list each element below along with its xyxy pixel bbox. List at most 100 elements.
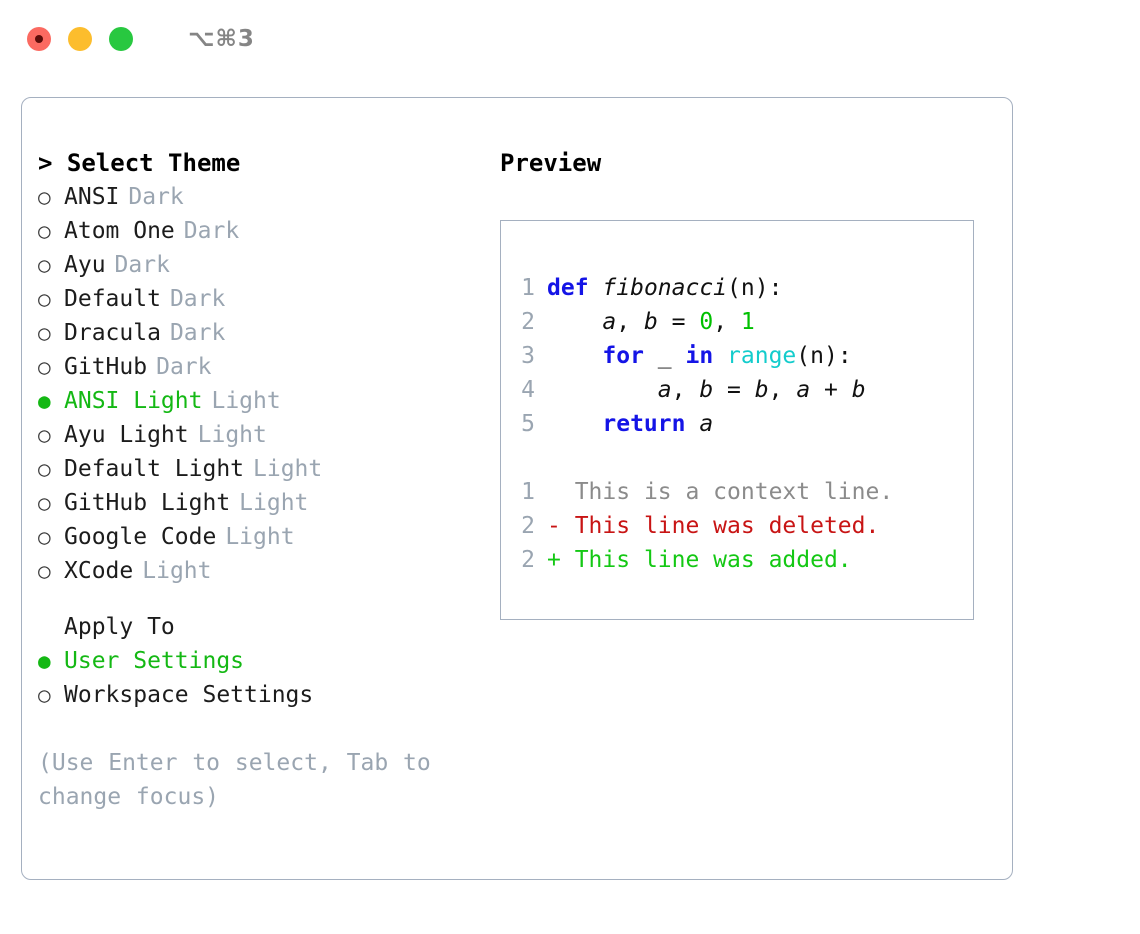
code-token: , bbox=[616, 309, 644, 335]
theme-name: GitHub Light bbox=[64, 490, 231, 516]
diff-text: This line was added. bbox=[574, 547, 852, 573]
apply-to-list[interactable]: ● User Settings ○ Workspace Settings bbox=[38, 644, 498, 712]
radio-unselected-icon[interactable]: ○ bbox=[38, 525, 51, 549]
diff-line: 1 This is a context line. bbox=[513, 475, 893, 509]
diff-line-number: 2 bbox=[521, 547, 535, 573]
line-number: 2 bbox=[521, 309, 535, 335]
diff-marker: + bbox=[547, 547, 575, 573]
theme-variant-label: Dark bbox=[183, 218, 240, 244]
code-token: fibonacci bbox=[602, 275, 728, 301]
code-token bbox=[547, 343, 602, 369]
radio-unselected-icon[interactable]: ○ bbox=[38, 219, 51, 243]
code-line: 3 for _ in range(n): bbox=[513, 339, 893, 373]
code-token: return bbox=[602, 411, 686, 437]
theme-variant-label: Light bbox=[239, 490, 309, 516]
line-number: 4 bbox=[521, 377, 535, 403]
diff-line-number: 1 bbox=[521, 479, 535, 505]
code-token: 1 bbox=[740, 309, 755, 335]
title-bar: ⌥⌘3 bbox=[0, 0, 1140, 78]
diff-line: 2 + This line was added. bbox=[513, 543, 893, 577]
code-token: (n): bbox=[727, 275, 783, 301]
code-token bbox=[547, 411, 602, 437]
line-number: 5 bbox=[521, 411, 535, 437]
diff-marker: - bbox=[547, 513, 575, 539]
theme-variant-label: Dark bbox=[156, 354, 212, 380]
minimize-window-button[interactable] bbox=[68, 27, 92, 51]
code-token: b bbox=[643, 309, 658, 335]
radio-unselected-icon[interactable]: ○ bbox=[38, 559, 51, 583]
radio-unselected-icon[interactable]: ○ bbox=[38, 491, 51, 515]
theme-name: Atom One bbox=[64, 218, 175, 244]
line-number: 3 bbox=[521, 343, 535, 369]
theme-list-item[interactable]: ○ GitHub Light Light bbox=[38, 486, 498, 520]
radio-selected-icon[interactable]: ● bbox=[38, 649, 51, 673]
theme-list-item[interactable]: ○ Atom One Dark bbox=[38, 214, 498, 248]
radio-unselected-icon[interactable]: ○ bbox=[38, 185, 51, 209]
code-token: , bbox=[713, 309, 741, 335]
apply-to-item[interactable]: ○ Workspace Settings bbox=[38, 678, 498, 712]
theme-variant-label: Light bbox=[253, 456, 323, 482]
theme-name: Dracula bbox=[64, 320, 161, 346]
code-token: + bbox=[810, 377, 852, 403]
code-token bbox=[547, 309, 602, 335]
radio-unselected-icon[interactable]: ○ bbox=[38, 423, 51, 447]
theme-list-item[interactable]: ○ Ayu Light Light bbox=[38, 418, 498, 452]
radio-unselected-icon[interactable]: ○ bbox=[38, 287, 51, 311]
code-token bbox=[713, 343, 727, 369]
diff-line-number: 2 bbox=[521, 513, 535, 539]
apply-to-label: Workspace Settings bbox=[64, 682, 314, 708]
theme-variant-label: Dark bbox=[114, 252, 170, 278]
radio-selected-icon[interactable]: ● bbox=[38, 389, 51, 413]
zoom-window-button[interactable] bbox=[109, 27, 133, 51]
theme-variant-label: Dark bbox=[128, 184, 184, 210]
radio-unselected-icon[interactable]: ○ bbox=[38, 355, 51, 379]
code-line: 4 a, b = b, a + b bbox=[513, 373, 893, 407]
preview-heading: Preview bbox=[500, 149, 602, 177]
theme-name: Ayu bbox=[64, 252, 106, 278]
code-blank-line bbox=[513, 441, 893, 475]
diff-line: 2- This line was deleted. bbox=[513, 509, 893, 543]
theme-list-item[interactable]: ○ ANSI Dark bbox=[38, 180, 498, 214]
diff-text: This line was deleted. bbox=[574, 513, 880, 539]
code-token: = bbox=[657, 309, 700, 335]
code-token bbox=[685, 411, 699, 437]
code-token: b bbox=[699, 377, 714, 403]
theme-name: Ayu Light bbox=[64, 422, 189, 448]
code-token: a bbox=[796, 377, 811, 403]
select-theme-heading: > Select Theme bbox=[38, 149, 241, 177]
keyboard-shortcut-label: ⌥⌘3 bbox=[188, 25, 255, 52]
radio-unselected-icon[interactable]: ○ bbox=[38, 253, 51, 277]
radio-unselected-icon[interactable]: ○ bbox=[38, 683, 51, 707]
theme-name: ANSI bbox=[64, 184, 120, 210]
theme-list-item[interactable]: ○ Ayu Dark bbox=[38, 248, 498, 282]
code-token: def bbox=[547, 275, 589, 301]
close-window-button[interactable] bbox=[27, 27, 51, 51]
code-token: 0 bbox=[699, 309, 714, 335]
apply-to-label: User Settings bbox=[64, 648, 245, 674]
line-number: 1 bbox=[521, 275, 535, 301]
apply-to-item[interactable]: ● User Settings bbox=[38, 644, 498, 678]
theme-name: Default bbox=[64, 286, 161, 312]
code-token: , bbox=[671, 377, 700, 403]
code-token bbox=[547, 377, 658, 403]
code-token: (n): bbox=[796, 343, 852, 369]
theme-variant-label: Light bbox=[197, 422, 267, 448]
radio-unselected-icon[interactable]: ○ bbox=[38, 457, 51, 481]
code-line: 5 return a bbox=[513, 407, 893, 441]
radio-unselected-icon[interactable]: ○ bbox=[38, 321, 51, 345]
code-token: = bbox=[713, 377, 755, 403]
theme-variant-label: Light bbox=[142, 558, 212, 584]
